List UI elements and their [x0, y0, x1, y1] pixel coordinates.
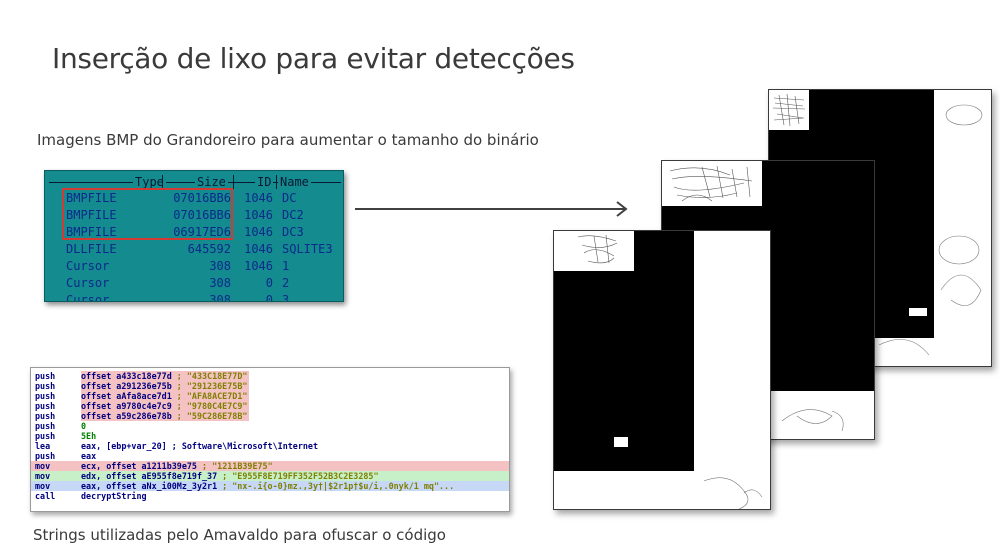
code-line: push offset aAfa8ace7d1 ; "AFA8ACE7D1" — [31, 391, 509, 401]
comment: ; "1211B39E75" — [196, 461, 273, 471]
table-row: Cursor 308 0 2 — [45, 275, 343, 292]
cell-type: DLLFILE — [66, 242, 117, 256]
mnemonic: push — [35, 451, 56, 461]
operand: 5Eh — [81, 431, 97, 441]
cell-size: 308 — [209, 293, 231, 302]
mnemonic: mov — [35, 461, 51, 471]
code-line: mov edx, offset aE955f8e719f_37 ; "E955F… — [31, 471, 509, 481]
header-name: Name — [278, 174, 311, 190]
mnemonic: push — [35, 421, 56, 431]
cell-size: 06917ED6 — [173, 225, 231, 239]
operand: eax, offset aNx_i00Mz_3y2r1 — [81, 481, 218, 491]
caption-obfuscation-strings: Strings utilizadas pelo Amavaldo para of… — [33, 526, 446, 544]
cell-type: Cursor — [66, 259, 110, 273]
mnemonic: mov — [35, 481, 51, 491]
mnemonic: push — [35, 411, 56, 421]
comment: ; "E955F8E719FF352F52B3C2E3285" — [217, 471, 379, 481]
cell-id: 1046 — [244, 208, 273, 222]
code-line: push offset a433c18e77d ; "433C18E77D" — [31, 371, 509, 381]
slide-title: Inserção de lixo para evitar detecções — [52, 42, 575, 75]
cell-name: DC3 — [282, 225, 304, 239]
cell-id: 1046 — [244, 225, 273, 239]
cell-name: 3 — [282, 293, 290, 302]
arrow-right-icon — [355, 201, 628, 217]
comment: ; "nx-.i{o-0}mz.,3y†|$2r1p†$u/i,.0nyk/1 … — [217, 481, 455, 491]
cell-size: 07016BB6 — [173, 191, 231, 205]
comment: ; Software\Microsoft\Internet — [166, 441, 318, 451]
caption-bmp-images: Imagens BMP do Grandoreiro para aumentar… — [37, 131, 539, 149]
mnemonic: push — [35, 381, 56, 391]
mnemonic: call — [35, 491, 56, 501]
cell-id: 0 — [265, 276, 273, 290]
code-line: mov ecx, offset a1211b39e75 ; "1211B39E7… — [31, 461, 509, 471]
comment: ; "9780C4E7C9" — [171, 401, 248, 411]
comment: ; "433C18E77D" — [171, 371, 248, 381]
cell-name: SQLITE3 — [282, 242, 333, 256]
table-row: BMPFILE 07016BB6 1046 DC — [45, 190, 343, 207]
code-line: push 5Eh — [31, 431, 509, 441]
table-row: Cursor 308 1046 1 — [45, 258, 343, 275]
cell-name: DC — [282, 191, 297, 205]
cell-id: 1046 — [244, 242, 273, 256]
operand: eax, [ebp+var_20] — [81, 441, 167, 451]
cell-size: 645592 — [187, 242, 231, 256]
bmp-thumbnail — [553, 230, 771, 510]
cell-type: Cursor — [66, 276, 110, 290]
mnemonic: mov — [35, 471, 51, 481]
mnemonic: push — [35, 371, 56, 381]
code-line: call decryptString — [31, 491, 509, 501]
table-row: BMPFILE 06917ED6 1046 DC3 — [45, 224, 343, 241]
comment: ; "AFA8ACE7D1" — [171, 391, 248, 401]
operand: offset a59c286e78b — [81, 411, 172, 421]
table-row: Cursor 308 0 3 — [45, 292, 343, 302]
cell-id: 1046 — [244, 191, 273, 205]
comment: ; "59C286E78B" — [171, 411, 248, 421]
header-id: ID — [255, 174, 274, 190]
operand: decryptString — [81, 491, 147, 501]
operand: ecx, offset a1211b39e75 — [81, 461, 197, 471]
cell-type: Cursor — [66, 293, 110, 302]
mnemonic: push — [35, 391, 56, 401]
code-line: push offset a59c286e78b ; "59C286E78B" — [31, 411, 509, 421]
cell-type: BMPFILE — [66, 191, 117, 205]
operand: offset a291236e75b — [81, 381, 172, 391]
code-line: push 0 — [31, 421, 509, 431]
code-line: push offset a291236e75b ; "291236E75B" — [31, 381, 509, 391]
table-row: BMPFILE 07016BB6 1046 DC2 — [45, 207, 343, 224]
resource-table-header: Type Size ID Name — [45, 174, 343, 190]
disassembly-screenshot: push offset a433c18e77d ; "433C18E77D" p… — [30, 367, 510, 512]
resource-table-screenshot: Type Size ID Name BMPFILE 07016BB6 1046 … — [44, 170, 344, 302]
mnemonic: push — [35, 431, 56, 441]
mnemonic: lea — [35, 441, 51, 451]
operand: offset a9780c4e7c9 — [81, 401, 172, 411]
operand: offset a433c18e77d — [81, 371, 172, 381]
code-line: lea eax, [ebp+var_20] ; Software\Microso… — [31, 441, 509, 451]
operand: offset aAfa8ace7d1 — [81, 391, 172, 401]
header-type: Type — [133, 174, 166, 190]
operand: edx, offset aE955f8e719f_37 — [81, 471, 218, 481]
header-size: Size — [195, 174, 228, 190]
comment: ; "291236E75B" — [171, 381, 248, 391]
cell-id: 1046 — [244, 259, 273, 273]
cell-type: BMPFILE — [66, 225, 117, 239]
cell-type: BMPFILE — [66, 208, 117, 222]
code-line: push eax — [31, 451, 509, 461]
cell-name: 1 — [282, 259, 290, 273]
code-line: mov eax, offset aNx_i00Mz_3y2r1 ; "nx-.i… — [31, 481, 509, 491]
table-row: DLLFILE 645592 1046 SQLITE3 — [45, 241, 343, 258]
code-line: push offset a9780c4e7c9 ; "9780C4E7C9" — [31, 401, 509, 411]
cell-name: 2 — [282, 276, 290, 290]
cell-id: 0 — [265, 293, 273, 302]
cell-name: DC2 — [282, 208, 304, 222]
mnemonic: push — [35, 401, 56, 411]
cell-size: 07016BB6 — [173, 208, 231, 222]
cell-size: 308 — [209, 276, 231, 290]
operand: 0 — [81, 421, 87, 431]
cell-size: 308 — [209, 259, 231, 273]
operand: eax — [81, 451, 97, 461]
